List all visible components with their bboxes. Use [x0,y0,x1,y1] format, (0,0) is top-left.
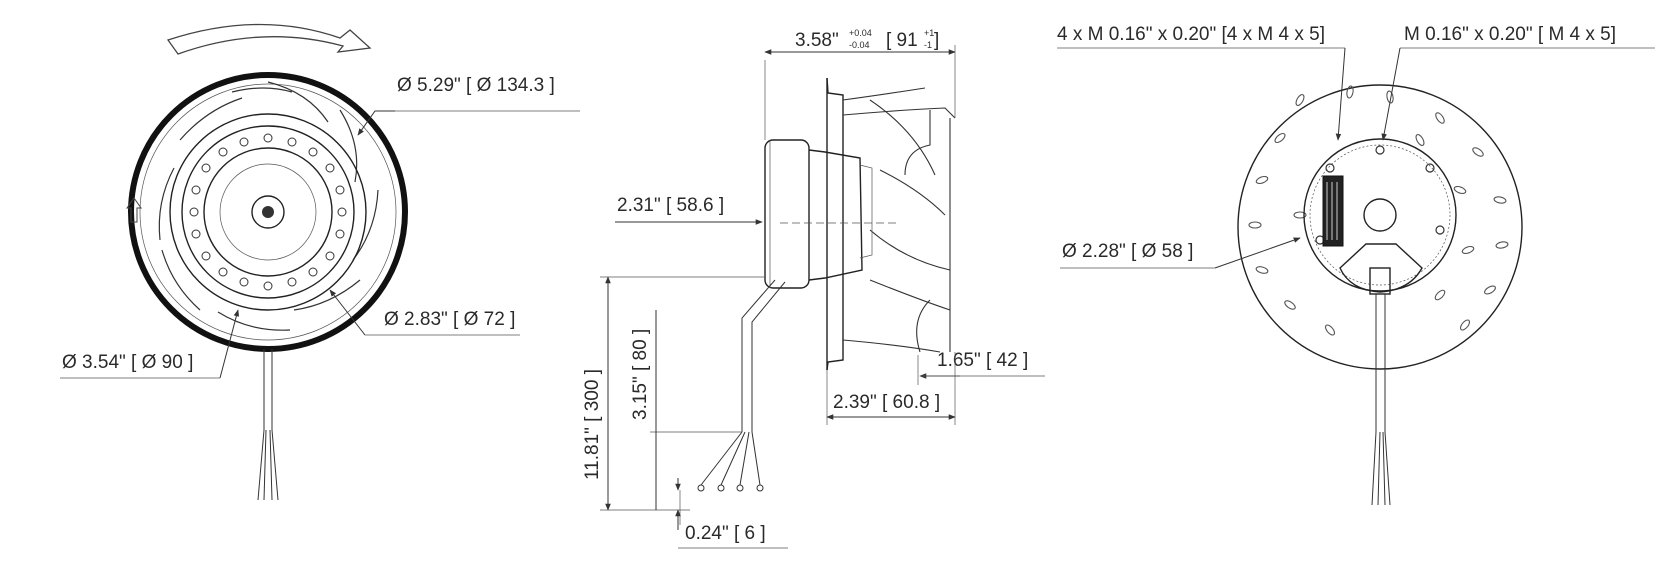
airflow-arrow-icon [126,197,142,223]
mounting-holes-label: 4 x M 0.16" x 0.20" [4 x M 4 x 5] [1057,24,1325,45]
nameplate [1322,175,1344,247]
wire-end-label: 0.24" [ 6 ] [685,523,766,544]
outer-diameter-label: Ø 5.29" [ Ø 134.3 ] [397,75,555,96]
rotation-arrow-icon [166,23,372,55]
inner-diameter-label: Ø 2.83" [ Ø 72 ] [384,309,515,330]
ground-screw-label: M 0.16" x 0.20" [ M 4 x 5] [1404,24,1616,45]
svg-text:3.58": 3.58" [795,30,839,51]
svg-text:-0.04: -0.04 [849,40,870,50]
svg-text:[ 91: [ 91 [886,30,918,51]
front-view: Ø 5.29" [ Ø 134.3 ] Ø 3.54" [ Ø 90 ] Ø 2… [60,23,580,501]
cable-length-label: 11.81" [ 300 ] [582,369,603,480]
svg-text:+0.04: +0.04 [849,28,872,38]
impeller-depth-label: 2.39" [ 60.8 ] [833,392,940,413]
svg-text:-1: -1 [924,40,932,50]
motor-depth-label: 2.31" [ 58.6 ] [617,195,724,216]
stripped-length-label: 3.15" [ 80 ] [630,329,651,420]
bolt-circle-label: Ø 2.28" [ Ø 58 ] [1062,241,1193,262]
front-cable [257,349,279,501]
side-view: 3.58" +0.04 -0.04 [ 91 +1 -1 ] 2.31" [ 5… [582,28,1045,549]
rivet-ring [189,133,347,291]
cooling-slots [1248,85,1509,336]
rear-view: 4 x M 0.16" x 0.20" [4 x M 4 x 5] M 0.16… [1057,24,1655,506]
svg-text:+1: +1 [924,28,934,38]
inlet-depth-label: 1.65" [ 42 ] [937,350,1028,371]
hub-diameter-label: Ø 3.54" [ Ø 90 ] [62,352,193,373]
svg-text:]: ] [934,30,939,51]
side-cable [697,279,786,492]
overall-depth-label: 3.58" +0.04 -0.04 [ 91 +1 -1 ] [795,28,939,51]
rear-cable [1371,294,1391,506]
